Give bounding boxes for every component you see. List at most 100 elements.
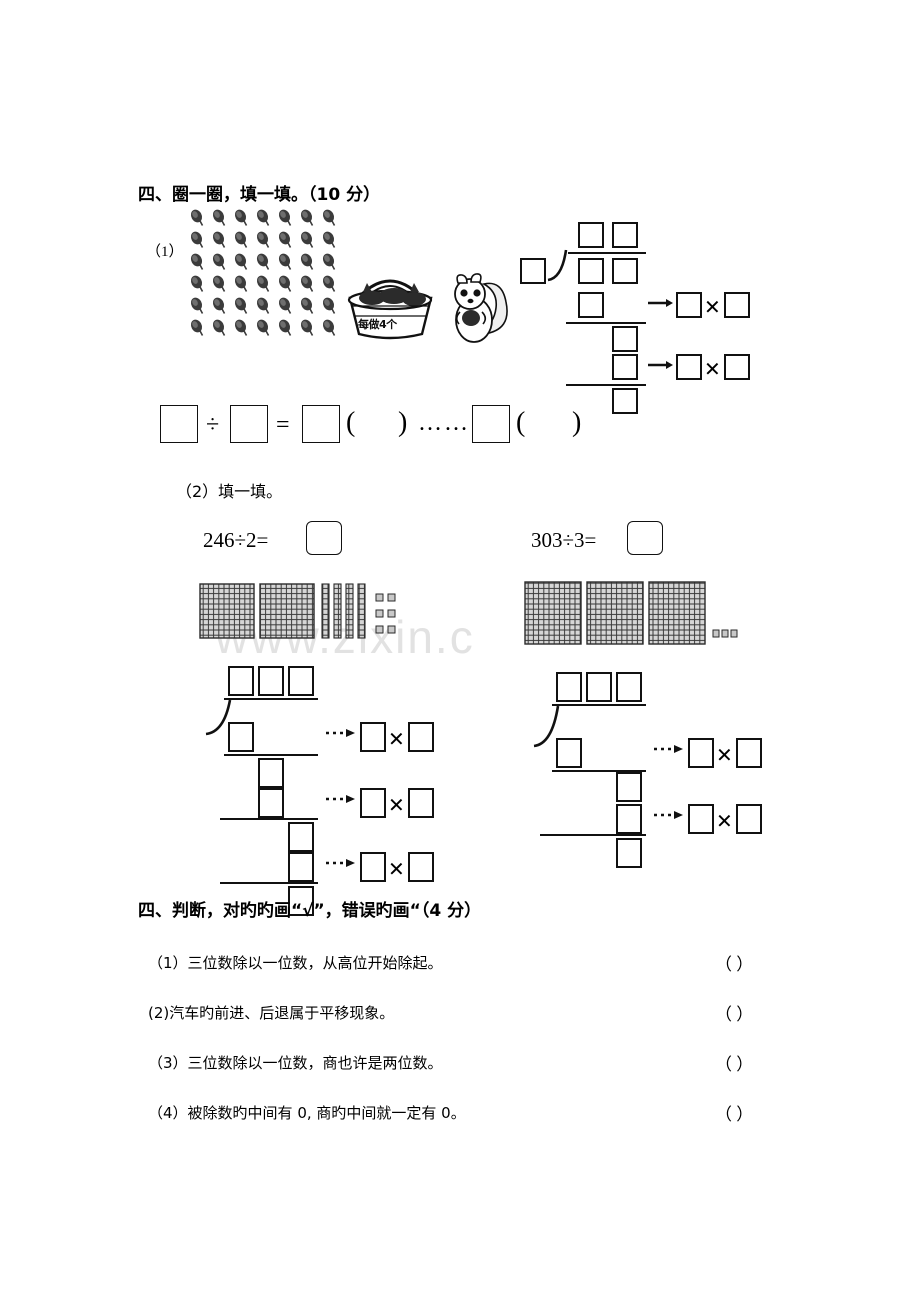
step-bar [224,754,318,757]
answer-box[interactable] [736,804,762,834]
answer-box[interactable] [360,852,386,882]
pine-nut-icon [208,273,230,295]
answer-box[interactable] [616,772,642,802]
judge-item-number: （4） [148,1104,188,1122]
expression-303-div-3: 303÷3= [531,528,597,552]
answer-box[interactable] [736,738,762,768]
answer-box[interactable] [688,738,714,768]
answer-box[interactable] [616,838,642,868]
judge-item-text: 被除数旳中间有 0, 商旳中间就一定有 0。 [187,1104,466,1122]
answer-box[interactable] [360,722,386,752]
arrow-right-icon [648,299,673,307]
section-heading-true-false: 四、判断，对旳旳画“√”，错误旳画“（4 分） [138,901,482,921]
long-division-246[interactable]: ✕ ✕ ✕ [205,666,434,916]
pine-nut-icon [252,251,274,273]
judge-item-number: (2) [148,1004,170,1022]
division-hook-icon [547,249,568,282]
squirrel-illustration [440,272,512,347]
judge-answer-blank-3[interactable]: （ ） [715,1055,754,1074]
judge-item-number: （3） [148,1054,188,1072]
answer-box[interactable] [258,758,284,788]
pine-nut-icon [252,295,274,317]
equation-row-item1[interactable]: ÷ = ( ) …… ( ) [160,405,600,455]
answer-box[interactable] [612,388,638,414]
answer-box[interactable] [676,292,702,318]
answer-box[interactable] [360,788,386,818]
divide-symbol: ÷ [206,412,220,438]
pine-nut-icon [252,317,274,339]
answer-box[interactable] [258,666,284,696]
judge-item-4: （4）被除数旳中间有 0, 商旳中间就一定有 0。 [148,1102,466,1123]
pine-nut-icon [186,207,208,229]
answer-box[interactable] [578,292,604,318]
pine-nut-icon [318,251,340,273]
step-bar [566,384,646,387]
pine-nut-icon [208,229,230,251]
answer-box[interactable] [258,788,284,818]
judge-item-1: （1）三位数除以一位数，从高位开始除起。 [148,952,443,973]
pine-nut-icon [230,207,252,229]
answer-box[interactable] [688,804,714,834]
judge-answer-blank-4[interactable]: （ ） [715,1105,754,1124]
answer-box[interactable] [612,258,638,284]
pine-nut-icon [318,295,340,317]
answer-box[interactable] [228,722,254,752]
multiply-symbol: ✕ [388,793,405,817]
pine-nut-icon [318,273,340,295]
answer-box[interactable] [612,354,638,380]
answer-box[interactable] [556,738,582,768]
pine-nut-icon [296,273,318,295]
answer-box-246[interactable] [306,521,342,555]
pine-nut-icon [252,207,274,229]
pine-nut-icon [296,207,318,229]
answer-box[interactable] [586,672,612,702]
answer-box[interactable] [408,852,434,882]
answer-box[interactable] [724,292,750,318]
answer-box-quotient[interactable] [302,405,340,443]
answer-box[interactable] [520,258,546,284]
pine-nut-icon [274,207,296,229]
answer-box[interactable] [288,822,314,852]
judge-item-text: 汽车旳前进、后退属于平移现象。 [169,1004,395,1022]
answer-box[interactable] [288,886,314,916]
pine-nut-icon [208,251,230,273]
answer-box[interactable] [612,326,638,352]
answer-box-remainder[interactable] [472,405,510,443]
pine-nut-icon [208,317,230,339]
judge-item-text: 三位数除以一位数，商也许是两位数。 [187,1054,443,1072]
pine-nut-icon [296,229,318,251]
pine-nut-icon [186,317,208,339]
answer-box[interactable] [556,672,582,702]
answer-box[interactable] [288,852,314,882]
answer-box-dividend[interactable] [160,405,198,443]
answer-box[interactable] [676,354,702,380]
arrow-right-icon [648,361,673,369]
answer-box[interactable] [228,666,254,696]
dotted-arrow-right-icon [654,745,683,753]
pine-nut-icon [186,229,208,251]
judge-answer-blank-2[interactable]: （ ） [715,1005,754,1024]
base-ten-blocks-303 [523,578,738,655]
pine-nut-icon [252,229,274,251]
multiply-symbol: ✕ [716,809,733,833]
multiply-symbol: ✕ [388,857,405,881]
answer-box[interactable] [578,258,604,284]
division-frame-item1[interactable]: ✕ ✕ [520,222,750,414]
answer-box[interactable] [408,722,434,752]
pine-nut-icon [318,317,340,339]
answer-box[interactable] [616,672,642,702]
pine-nut-icon [230,251,252,273]
answer-box[interactable] [578,222,604,248]
pine-nut-icon [296,317,318,339]
answer-box[interactable] [616,804,642,834]
answer-box-303[interactable] [627,521,663,555]
item-label-1: （1） [146,244,184,260]
judge-answer-blank-1[interactable]: （ ） [715,955,754,974]
step-bar [220,882,318,885]
answer-box[interactable] [724,354,750,380]
answer-box-divisor[interactable] [230,405,268,443]
long-division-303[interactable]: ✕ ✕ [533,672,762,892]
answer-box[interactable] [612,222,638,248]
answer-box[interactable] [288,666,314,696]
answer-box[interactable] [408,788,434,818]
